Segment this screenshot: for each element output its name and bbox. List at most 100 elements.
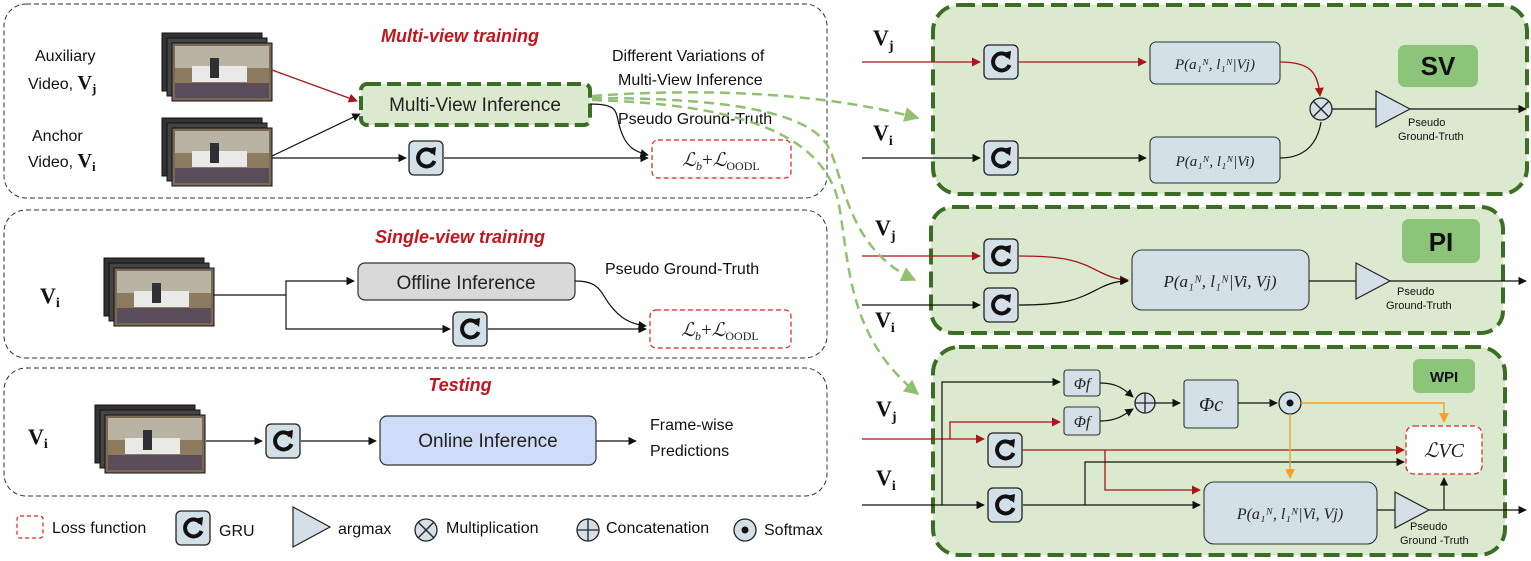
sv-p-vi-to-mult xyxy=(1279,121,1322,159)
mvi-to-pi-connector xyxy=(591,96,917,282)
multi-view-title: Multi-view training xyxy=(381,26,539,46)
frame-wise-2: Predictions xyxy=(650,443,729,460)
vi-label-test: Vi xyxy=(28,424,48,452)
wpi-softmax-node xyxy=(1278,391,1302,415)
multi-view-panel xyxy=(3,3,828,199)
wpi-gru-top xyxy=(986,431,1024,469)
wpi-vj-label: Vj xyxy=(876,396,897,425)
loss-box-mv xyxy=(651,139,792,179)
legend-concatenation-label: Concatenation xyxy=(606,520,709,537)
wpi-loss-vc-text: ℒVC xyxy=(1424,440,1465,462)
wpi-phi-c-text: Φc xyxy=(1199,394,1223,416)
wpi-softmax-to-loss xyxy=(1301,402,1449,423)
wpi-gt-label: Ground -Truth xyxy=(1400,535,1469,547)
offline-inference-label: Offline Inference xyxy=(396,273,535,294)
sv-panel xyxy=(931,3,1529,196)
wpi-loss-vc-box xyxy=(1405,425,1483,475)
testing-panel xyxy=(3,367,828,497)
sv-p-vi-box xyxy=(1149,136,1281,184)
legend-argmax-label: argmax xyxy=(338,521,391,538)
sv-p-vj-box xyxy=(1149,41,1281,85)
sv-pseudo-label: Pseudo xyxy=(1408,117,1445,129)
wpi-vi-label: Vi xyxy=(876,465,896,494)
wpi-phi-f-lower-text: Φf xyxy=(1074,414,1093,431)
pi-pseudo-label: Pseudo xyxy=(1397,286,1434,298)
loss-text-sv: ℒb+ℒOODL xyxy=(681,320,758,343)
test-video-frames xyxy=(94,404,206,474)
loss-box-sv xyxy=(649,309,792,349)
wpi-phi-c-box xyxy=(1183,379,1239,429)
wpi-concat-node xyxy=(1134,392,1156,414)
legend-multiplication-label: Multiplication xyxy=(446,520,538,537)
wpi-pseudo-label: Pseudo xyxy=(1410,521,1447,533)
gru-mv xyxy=(407,139,445,177)
legend-softmax-icon xyxy=(733,518,757,542)
wpi-phi-upper-to-concat xyxy=(1099,382,1134,398)
pi-badge xyxy=(1402,219,1480,263)
pi-gru-top xyxy=(982,237,1020,275)
wpi-vi-to-phi-upper xyxy=(941,377,1061,505)
legend-loss-icon xyxy=(16,515,44,539)
wpi-p-box xyxy=(1203,481,1378,545)
wpi-gru-bottom-to-loss xyxy=(1084,457,1405,505)
mvi-to-wpi-connector xyxy=(591,98,920,395)
aux-label-1: Auxiliary xyxy=(35,48,95,65)
sv-p-vj-text: P(a₁ᴺ, l₁ᴺ|Vj) xyxy=(1174,57,1255,73)
online-inference-label: Online Inference xyxy=(418,431,557,452)
wpi-gru-bottom xyxy=(986,486,1024,524)
loss-text-mv: ℒb+ℒOODL xyxy=(682,150,759,173)
testing-title: Testing xyxy=(428,375,491,395)
pi-gru-top-to-p xyxy=(1018,255,1129,285)
pi-p-text: P(a₁ᴺ, l₁ᴺ|Vi, Vj) xyxy=(1163,272,1277,291)
legend-gru-label: GRU xyxy=(219,523,255,540)
pi-gru-bottom-to-p xyxy=(1018,276,1129,306)
wpi-vj-to-phi-lower xyxy=(949,417,1061,439)
sv-video-frames xyxy=(103,257,215,327)
anchor-label-2: Video, Vi xyxy=(28,150,96,174)
sv-gru-top xyxy=(982,43,1020,81)
pi-p-box xyxy=(1131,249,1310,311)
vi-label-sv: Vi xyxy=(40,283,60,311)
sv-multiply-node xyxy=(1309,97,1333,121)
gru-test xyxy=(264,422,302,460)
legend-loss-label: Loss function xyxy=(52,520,146,537)
aux-to-mvi-arrow xyxy=(271,69,358,103)
pi-vi-label: Vi xyxy=(875,307,895,336)
pi-badge-label: PI xyxy=(1429,227,1454,257)
sv-lower-branch xyxy=(285,295,451,334)
legend-argmax-icon xyxy=(292,505,332,549)
wpi-badge-label: WPI xyxy=(1430,369,1458,386)
anchor-to-mvi-arrow xyxy=(271,113,361,157)
wpi-argmax xyxy=(1394,491,1431,529)
wpi-gru-top-to-p xyxy=(1104,450,1201,495)
anchor-label-1: Anchor xyxy=(32,128,83,145)
sv-p-vj-to-mult xyxy=(1279,61,1324,97)
sv-gru-bottom xyxy=(982,139,1020,177)
pi-gru-bottom xyxy=(982,286,1020,324)
different-variations-1: Different Variations of xyxy=(612,48,765,65)
aux-video-frames xyxy=(161,32,273,102)
sv-gt-label: Ground-Truth xyxy=(1398,131,1464,143)
mvi-to-loss-curve xyxy=(589,103,649,158)
sv-badge xyxy=(1398,45,1478,87)
offline-to-loss-curve xyxy=(574,280,647,330)
wpi-p-text: P(a₁ᴺ, l₁ᴺ|Vi, Vj) xyxy=(1236,506,1343,523)
pi-argmax xyxy=(1355,262,1392,300)
legend-concatenation-icon xyxy=(576,518,600,542)
different-variations-2: Multi-View Inference xyxy=(618,72,763,89)
wpi-phi-lower-to-concat xyxy=(1099,408,1134,422)
pseudo-gt-label-sv: Pseudo Ground-Truth xyxy=(605,261,759,278)
pseudo-gt-label-mv: Pseudo Ground-Truth xyxy=(618,111,772,128)
mvi-to-sv-connector xyxy=(591,91,920,122)
sv-p-vi-text: P(a₁ᴺ, l₁ᴺ|Vi) xyxy=(1175,154,1255,170)
sv-vi-label: Vi xyxy=(873,120,893,149)
gru-sv xyxy=(451,310,489,348)
sv-argmax xyxy=(1375,90,1412,128)
legend-softmax-label: Softmax xyxy=(764,522,823,539)
wpi-badge xyxy=(1413,359,1475,393)
sv-upper-branch xyxy=(285,276,355,295)
aux-label-2: Video, Vj xyxy=(28,72,96,96)
pi-gt-label: Ground-Truth xyxy=(1386,300,1452,312)
multi-view-inference-label: Multi-View Inference xyxy=(389,95,561,116)
frame-wise-1: Frame-wise xyxy=(650,417,734,434)
